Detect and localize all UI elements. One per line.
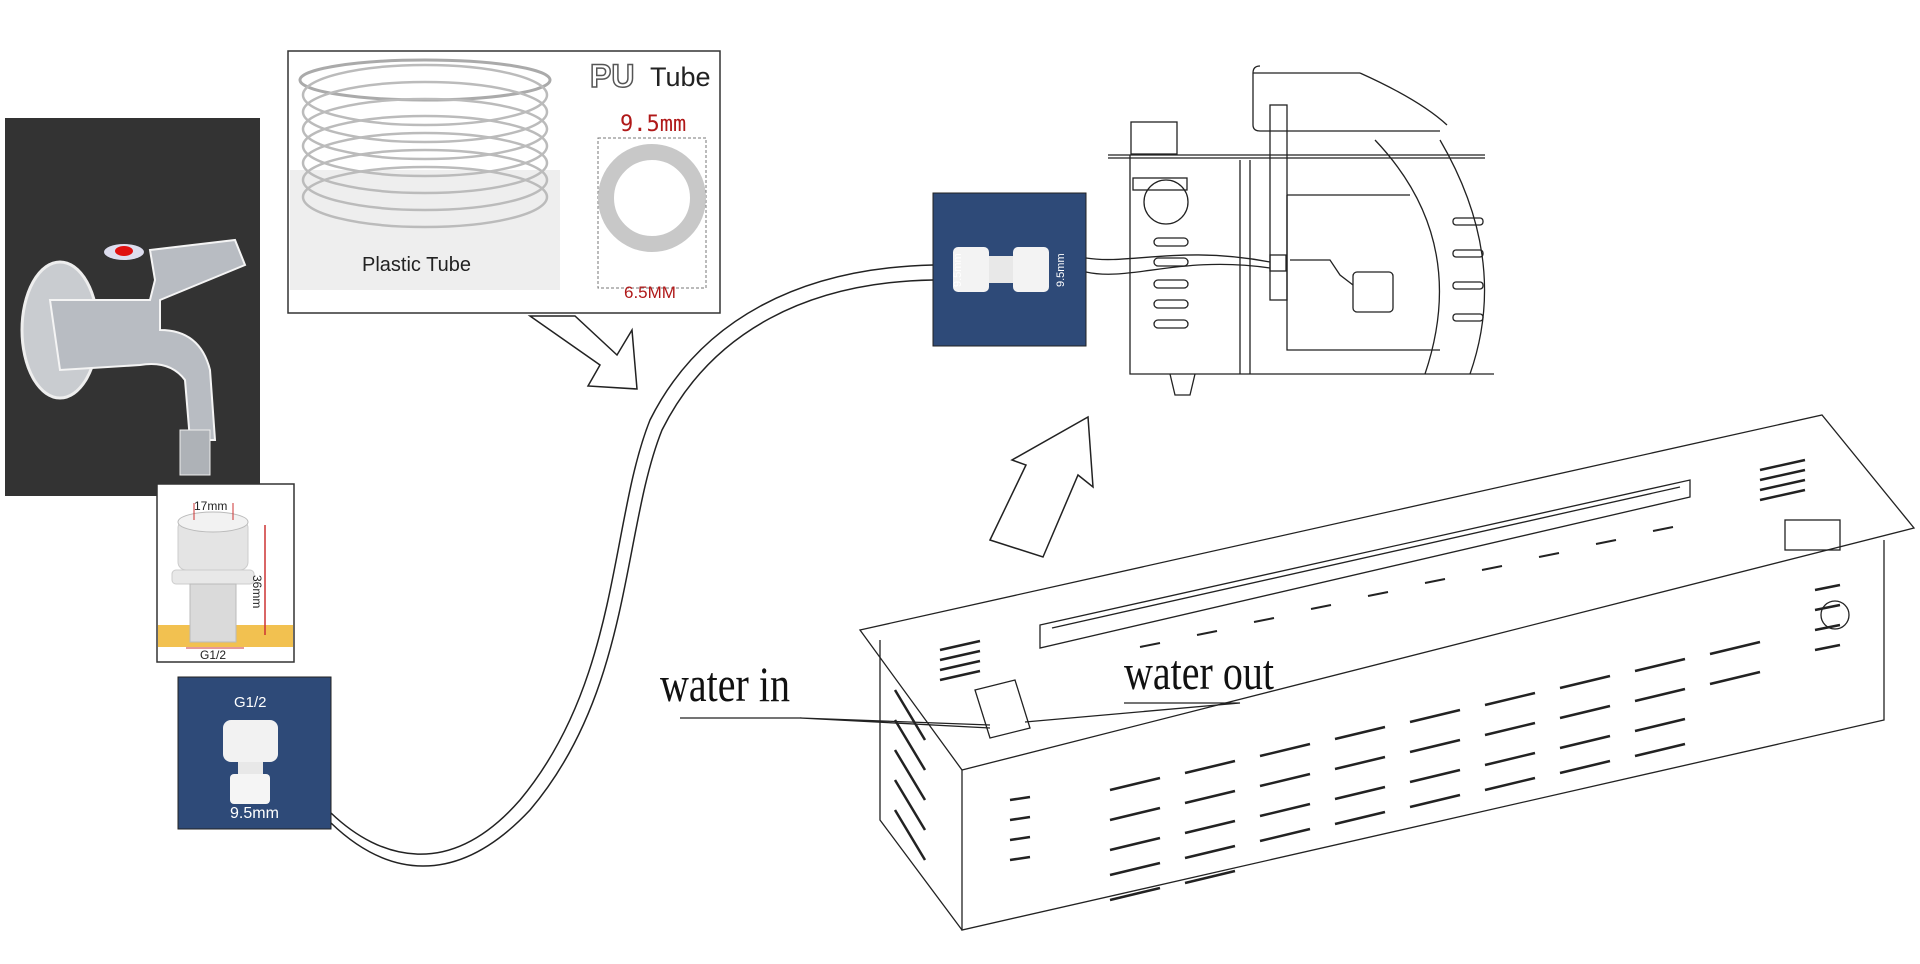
connector-left-label: 9.5mm [952, 253, 964, 287]
adapter-photo [177, 676, 332, 830]
water-out-label: water out [1124, 644, 1274, 700]
arrow-tube-to-path [527, 315, 638, 390]
faucet-fitting-photo [156, 483, 295, 663]
connector-photo [932, 192, 1087, 347]
water-in-label: water in [660, 656, 790, 712]
fitting-height-label: 36mm [250, 575, 264, 609]
adapter-size-label: 9.5mm [230, 805, 279, 822]
arrow-fireplace-to-detail [988, 415, 1094, 558]
pu-tube-path [330, 264, 934, 867]
fireplace-insert-drawing [680, 414, 1916, 931]
water-out-leader [1024, 702, 1241, 723]
adapter-thread-label: G1/2 [234, 694, 267, 711]
faucet-photo [5, 118, 260, 496]
fitting-thread-label: G1/2 [200, 648, 227, 662]
pu-brand-label: PU [589, 57, 635, 95]
inner-diameter-label: 6.5MM [624, 283, 676, 302]
cabinet-section-drawing [1085, 65, 1494, 396]
connector-right-label: 9.5mm [1055, 253, 1067, 287]
plastic-tube-caption: Plastic Tube [362, 254, 471, 276]
outer-diameter-label: 9.5mm [620, 112, 687, 137]
pu-tube-photo [287, 50, 721, 314]
pu-tube-title: Tube [650, 62, 711, 92]
water-in-leader [680, 717, 991, 729]
fitting-width-label: 17mm [194, 499, 228, 513]
